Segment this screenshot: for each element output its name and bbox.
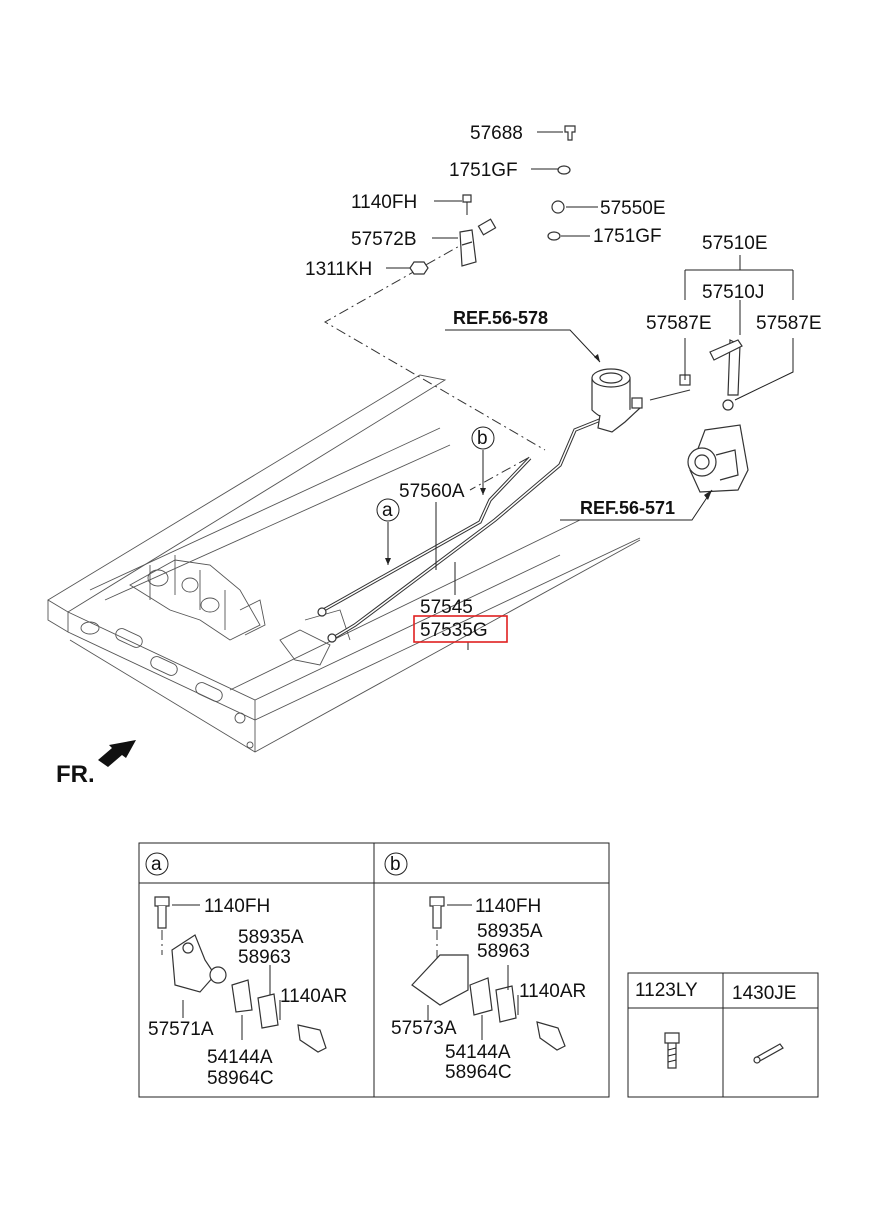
detail-b-58935a: 58935A — [477, 921, 543, 942]
reservoir — [591, 368, 643, 433]
label-57587e-left: 57587E — [646, 313, 712, 334]
detail-b-drawing — [411, 896, 566, 1051]
callout-b: b — [477, 428, 488, 449]
extra-parts-table: 1123LY 1430JE — [627, 972, 819, 1098]
label-ref-56-571: REF.56-571 — [580, 498, 675, 518]
vehicle-frame — [47, 374, 641, 753]
extra-1123ly-label: 1123LY — [635, 980, 698, 1001]
detail-a-drawing — [154, 896, 327, 1053]
detail-b-54144a: 54144A — [445, 1042, 511, 1063]
detail-a-header: a — [151, 854, 162, 875]
front-indicator: FR. — [56, 740, 136, 788]
detail-b-1140fh: 1140FH — [475, 896, 541, 917]
detail-a-1140fh: 1140FH — [204, 896, 270, 917]
label-57535g: 57535G — [420, 620, 488, 641]
detail-b-header: b — [390, 854, 401, 875]
detail-b-57573a: 57573A — [391, 1018, 457, 1039]
label-57510j: 57510J — [702, 282, 764, 303]
callouts: b a — [376, 426, 495, 522]
detail-b-1140ar: 1140AR — [519, 981, 586, 1002]
detail-a-58964c: 58964C — [207, 1068, 274, 1089]
label-57560a: 57560A — [399, 481, 465, 502]
label-1751gf-bottom: 1751GF — [593, 226, 662, 247]
detail-b-58964c: 58964C — [445, 1062, 512, 1083]
pressure-return-lines — [317, 187, 691, 643]
detail-b-58963: 58963 — [477, 941, 530, 962]
callout-a: a — [382, 500, 393, 521]
detail-a-58935a: 58935A — [238, 927, 304, 948]
label-57572b: 57572B — [351, 229, 417, 250]
pump — [679, 339, 749, 493]
detail-a-1140ar: 1140AR — [280, 986, 347, 1007]
top-fittings — [409, 125, 576, 275]
front-label: FR. — [56, 761, 95, 788]
leader-lines — [386, 131, 794, 650]
label-1751gf-top: 1751GF — [449, 160, 518, 181]
highlight-box-57535g — [413, 615, 508, 643]
label-57587e-right: 57587E — [756, 313, 822, 334]
label-57545: 57545 — [420, 597, 473, 618]
label-1140fh-top: 1140FH — [351, 192, 417, 213]
part-labels: 57688 1751GF 1140FH 57550E 57572B 1751GF… — [305, 123, 822, 643]
label-57688: 57688 — [470, 123, 523, 144]
extra-1430je-label: 1430JE — [732, 983, 796, 1004]
label-57510e: 57510E — [702, 233, 768, 254]
label-ref-56-578: REF.56-578 — [453, 308, 548, 328]
detail-a-57571a: 57571A — [148, 1019, 214, 1040]
leader-arrows — [385, 354, 712, 565]
label-1311kh: 1311KH — [305, 259, 372, 280]
label-57550e: 57550E — [600, 198, 666, 219]
bolt-icon — [664, 1032, 680, 1069]
detail-a-58963: 58963 — [238, 947, 291, 968]
detail-a-54144a: 54144A — [207, 1047, 273, 1068]
front-arrow-icon — [98, 740, 136, 767]
detail-table-ab: a b 1140FH 58935A 58963 1140AR 57571A 54… — [138, 842, 610, 1098]
